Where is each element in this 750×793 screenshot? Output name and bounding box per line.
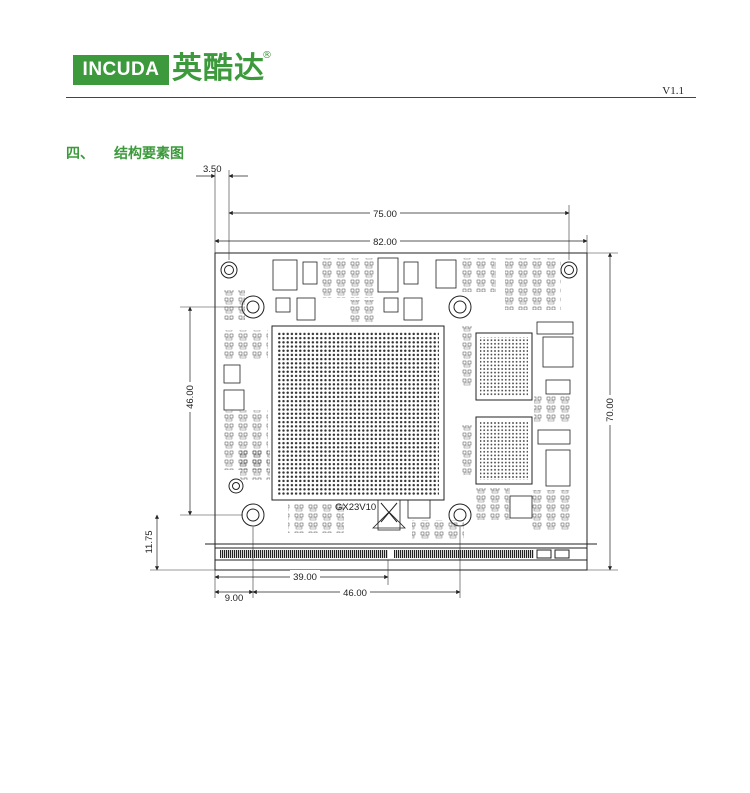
dimension-11-75: 11.75: [144, 530, 155, 553]
version-label: V1.1: [662, 85, 684, 97]
logo-incuda-box: INCUDA: [73, 55, 169, 85]
registered-mark: ®: [262, 50, 272, 61]
edge-connector-pins-right: [394, 550, 534, 558]
smd-component-fields: [220, 258, 572, 540]
edge-connector-pins-left: [220, 550, 388, 558]
dimension-46-horizontal: 46.00: [343, 588, 367, 599]
soc-chip-outline: [271, 325, 445, 501]
board-outline: [214, 252, 588, 571]
section-title: 结构要素图: [114, 146, 184, 162]
power-components: [223, 257, 574, 531]
section-heading: 四、 结构要素图: [66, 143, 184, 163]
dimension-70: 70.00: [605, 398, 616, 422]
logo-en-text: INCUDA: [82, 59, 160, 80]
header-rule: [66, 97, 696, 98]
soc-bga-balls: [277, 331, 439, 495]
dimension-3-50: 3.50: [203, 164, 222, 175]
dimension-82: 82.00: [373, 237, 397, 248]
dimension-39: 39.00: [293, 572, 317, 583]
dimension-75: 75.00: [373, 209, 397, 220]
edge-connector: [214, 547, 588, 561]
section-number: 四、: [66, 146, 94, 162]
logo-chinese-text: 英酷达: [172, 51, 265, 86]
dimension-46-vertical: 46.00: [185, 385, 196, 409]
board-label: GX23V10: [335, 502, 376, 513]
dimension-9: 9.00: [225, 593, 244, 604]
